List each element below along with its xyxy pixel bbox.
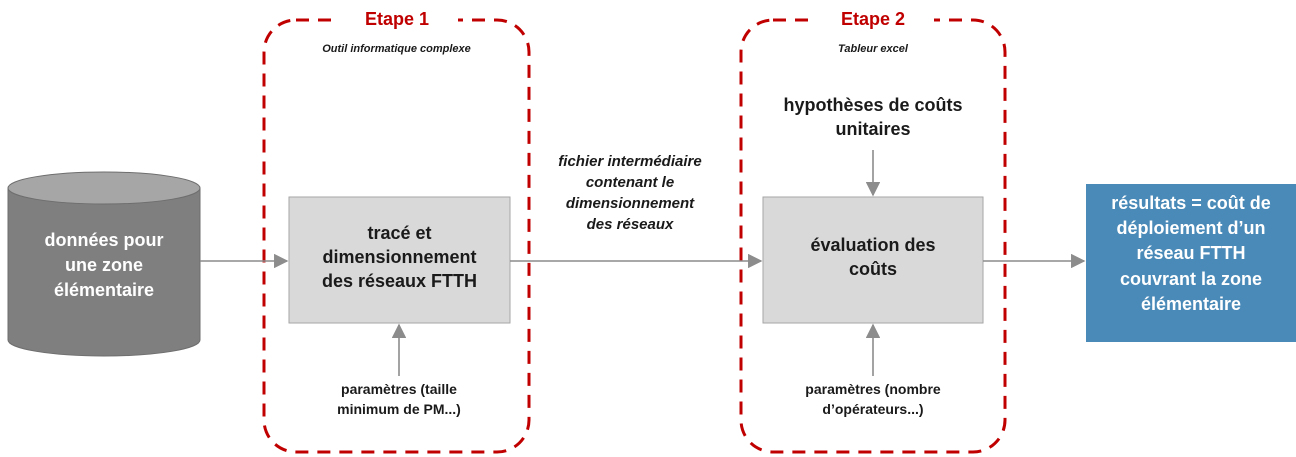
process1-line-2: dimensionnement bbox=[322, 246, 477, 267]
process-box-evaluation bbox=[762, 196, 984, 324]
input-line-3: élémentaire bbox=[53, 279, 155, 300]
params1-line-2: minimum de PM...) bbox=[337, 401, 461, 418]
input-data-label: données pour une zone élémentaire bbox=[8, 228, 200, 302]
result-line-1: résultats = coût de bbox=[1111, 193, 1271, 213]
result-label: résultats = coût de déploiement d’un rés… bbox=[1086, 191, 1296, 317]
unit-costs-line-2: unitaires bbox=[835, 118, 911, 139]
process-box-trace bbox=[288, 196, 511, 324]
intermediate-line-1: fichier intermédiaire bbox=[558, 153, 702, 170]
stage2-title: Etape 2 bbox=[812, 8, 934, 32]
process1-line-1: tracé et bbox=[367, 223, 432, 243]
intermediate-line-4: des réseaux bbox=[586, 216, 674, 233]
intermediate-line-2: contenant le bbox=[585, 174, 675, 191]
process2-line-1: évaluation des bbox=[810, 235, 936, 255]
input-line-1: données pour bbox=[44, 230, 164, 250]
input-line-2: une zone bbox=[64, 254, 143, 275]
stage1-title: Etape 1 bbox=[336, 8, 458, 32]
stage2-subtitle: Tableur excel bbox=[838, 43, 908, 55]
intermediate-line-3: dimensionnement bbox=[565, 195, 695, 212]
process1-line-3: des réseaux FTTH bbox=[321, 270, 478, 291]
stage1-subtitle: Outil informatique complexe bbox=[322, 43, 471, 55]
params1-label: paramètres (taille minimum de PM...) bbox=[284, 379, 514, 420]
result-line-4: couvrant la zone bbox=[1119, 268, 1263, 289]
params2-label: paramètres (nombre d’opérateurs...) bbox=[758, 379, 988, 420]
input-database-cylinder bbox=[7, 171, 201, 357]
process1-label: tracé et dimensionnement des réseaux FTT… bbox=[289, 222, 510, 293]
params2-line-2: d’opérateurs...) bbox=[822, 401, 924, 418]
params1-line-1: paramètres (taille bbox=[341, 381, 457, 397]
process2-line-2: coûts bbox=[848, 258, 897, 279]
unit-costs-label: hypothèses de coûts unitaires bbox=[748, 94, 998, 142]
intermediate-file-label: fichier intermédiaire contenant le dimen… bbox=[520, 151, 740, 235]
params2-line-1: paramètres (nombre bbox=[805, 381, 941, 397]
process2-label: évaluation des coûts bbox=[763, 234, 983, 282]
unit-costs-line-1: hypothèses de coûts bbox=[783, 95, 963, 115]
result-box bbox=[1086, 184, 1296, 342]
result-line-2: déploiement d’un bbox=[1116, 218, 1266, 239]
result-line-5: élémentaire bbox=[1140, 293, 1242, 314]
result-line-3: réseau FTTH bbox=[1136, 243, 1246, 264]
